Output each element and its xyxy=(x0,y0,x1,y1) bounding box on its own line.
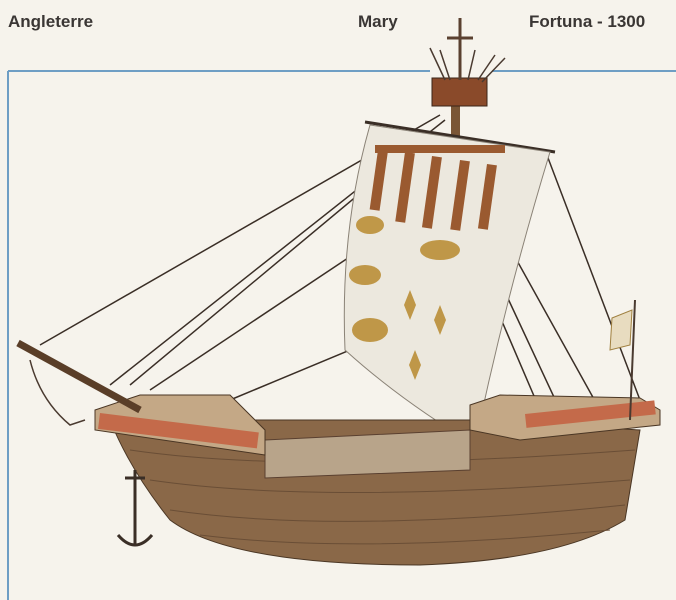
ship-name-label: Mary xyxy=(358,12,398,31)
ship-type-date-label: Fortuna - 1300 xyxy=(529,12,646,31)
stern-flag xyxy=(609,299,636,421)
hull xyxy=(109,419,641,566)
sterncastle xyxy=(469,394,661,441)
sail xyxy=(343,120,556,446)
bowsprit xyxy=(16,339,142,426)
anchor-icon xyxy=(116,470,154,547)
country-label: Angleterre xyxy=(8,12,94,31)
rigging xyxy=(39,114,641,411)
frame xyxy=(7,70,676,600)
